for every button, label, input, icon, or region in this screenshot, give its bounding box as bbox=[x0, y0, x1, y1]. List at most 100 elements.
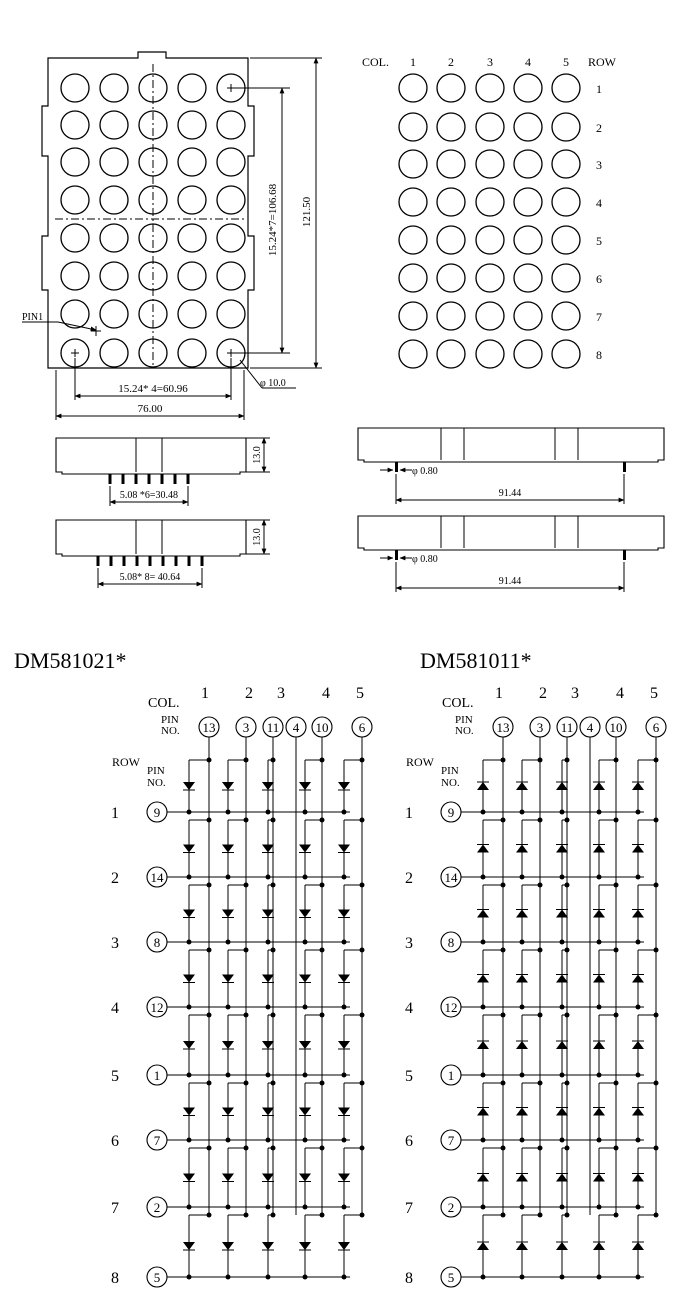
diode-symbol bbox=[477, 782, 489, 790]
side-pin bbox=[134, 474, 138, 484]
junction-dot bbox=[537, 1212, 543, 1218]
junction-dot bbox=[564, 882, 570, 888]
led-dot bbox=[177, 261, 207, 291]
junction-dot bbox=[225, 939, 231, 945]
junction-dot bbox=[302, 1204, 308, 1210]
led-dot bbox=[398, 225, 428, 255]
row-pin-number: 7 bbox=[448, 1133, 455, 1148]
side-body-upper bbox=[55, 437, 247, 475]
pin-label: NO. bbox=[441, 777, 460, 789]
led-dot bbox=[513, 301, 543, 331]
led-dot bbox=[216, 299, 246, 329]
junction-dot bbox=[653, 882, 659, 888]
junction-dot bbox=[186, 1072, 192, 1078]
led-dot bbox=[177, 338, 207, 368]
side-pin bbox=[108, 474, 112, 484]
junction-dot bbox=[635, 1137, 641, 1143]
end-pin bbox=[395, 550, 398, 560]
led-dot bbox=[60, 299, 90, 329]
junction-dot bbox=[564, 1212, 570, 1218]
diode-symbol bbox=[556, 1242, 568, 1250]
led-dot bbox=[436, 187, 466, 217]
junction-dot bbox=[653, 1145, 659, 1151]
junction-dot bbox=[225, 1072, 231, 1078]
junction-dot bbox=[319, 882, 325, 888]
junction-dot bbox=[564, 1145, 570, 1151]
diode-symbol bbox=[338, 1173, 350, 1182]
led-dot bbox=[60, 110, 90, 140]
junction-dot bbox=[265, 1204, 271, 1210]
junction-dot bbox=[341, 1274, 347, 1280]
side-height-dim: 13.0 bbox=[252, 528, 263, 546]
junction-dot bbox=[302, 1137, 308, 1143]
junction-dot bbox=[206, 817, 212, 823]
junction-dot bbox=[596, 1274, 602, 1280]
row-number: 3 bbox=[596, 158, 602, 172]
junction-dot bbox=[480, 1137, 486, 1143]
schematic-left bbox=[146, 716, 373, 1288]
junction-dot bbox=[186, 874, 192, 880]
junction-dot bbox=[302, 939, 308, 945]
junction-dot bbox=[537, 1145, 543, 1151]
junction-dot bbox=[519, 939, 525, 945]
junction-dot bbox=[225, 1204, 231, 1210]
junction-dot bbox=[559, 1274, 565, 1280]
diode-symbol bbox=[338, 1041, 350, 1049]
junction-dot bbox=[206, 882, 212, 888]
junction-dot bbox=[519, 1274, 525, 1280]
row-number: 8 bbox=[111, 1270, 119, 1287]
diode-symbol bbox=[593, 1242, 605, 1250]
led-dot bbox=[513, 112, 543, 142]
diode-symbol bbox=[632, 974, 644, 983]
junction-dot bbox=[480, 1274, 486, 1280]
pin-label: PIN bbox=[161, 714, 179, 726]
diode-symbol bbox=[632, 844, 644, 853]
led-dot bbox=[177, 147, 207, 177]
junction-dot bbox=[537, 947, 543, 953]
side-pin bbox=[161, 556, 165, 566]
diode-symbol bbox=[338, 844, 350, 853]
row-number: 5 bbox=[111, 1068, 119, 1085]
junction-dot bbox=[319, 757, 325, 763]
diode-symbol bbox=[516, 1041, 528, 1049]
row-number: 8 bbox=[405, 1270, 413, 1287]
diode-symbol bbox=[222, 1242, 234, 1250]
led-dot bbox=[398, 187, 428, 217]
col-number: 4 bbox=[525, 55, 531, 69]
diode-symbol bbox=[477, 1041, 489, 1049]
led-dot bbox=[99, 299, 129, 329]
junction-dot bbox=[359, 882, 365, 888]
junction-dot bbox=[653, 757, 659, 763]
junction-dot bbox=[270, 1080, 276, 1086]
col-number: 3 bbox=[487, 55, 493, 69]
diode-symbol bbox=[556, 1041, 568, 1049]
junction-dot bbox=[359, 757, 365, 763]
junction-dot bbox=[653, 1012, 659, 1018]
junction-dot bbox=[653, 1080, 659, 1086]
col-pin-number: 6 bbox=[653, 720, 660, 735]
display-outline bbox=[41, 51, 255, 369]
diode-symbol bbox=[632, 1041, 644, 1049]
row-number: 7 bbox=[111, 1200, 119, 1217]
led-dot bbox=[436, 73, 466, 103]
diode-symbol bbox=[556, 1107, 568, 1116]
diode-symbol bbox=[262, 1107, 274, 1116]
side-pin bbox=[96, 556, 100, 566]
junction-dot bbox=[243, 1012, 249, 1018]
junction-dot bbox=[613, 1212, 619, 1218]
diode-symbol bbox=[593, 974, 605, 983]
junction-dot bbox=[302, 1274, 308, 1280]
junction-dot bbox=[206, 1080, 212, 1086]
row-number: 2 bbox=[405, 870, 413, 887]
junction-dot bbox=[270, 1145, 276, 1151]
junction-dot bbox=[302, 874, 308, 880]
led-dot bbox=[551, 112, 581, 142]
junction-dot bbox=[519, 1072, 525, 1078]
pin-label: PIN bbox=[147, 765, 165, 777]
junction-dot bbox=[319, 1012, 325, 1018]
row-number: 5 bbox=[405, 1068, 413, 1085]
junction-dot bbox=[319, 947, 325, 953]
junction-dot bbox=[206, 1145, 212, 1151]
row-pin-number: 7 bbox=[154, 1133, 161, 1148]
junction-dot bbox=[500, 1145, 506, 1151]
